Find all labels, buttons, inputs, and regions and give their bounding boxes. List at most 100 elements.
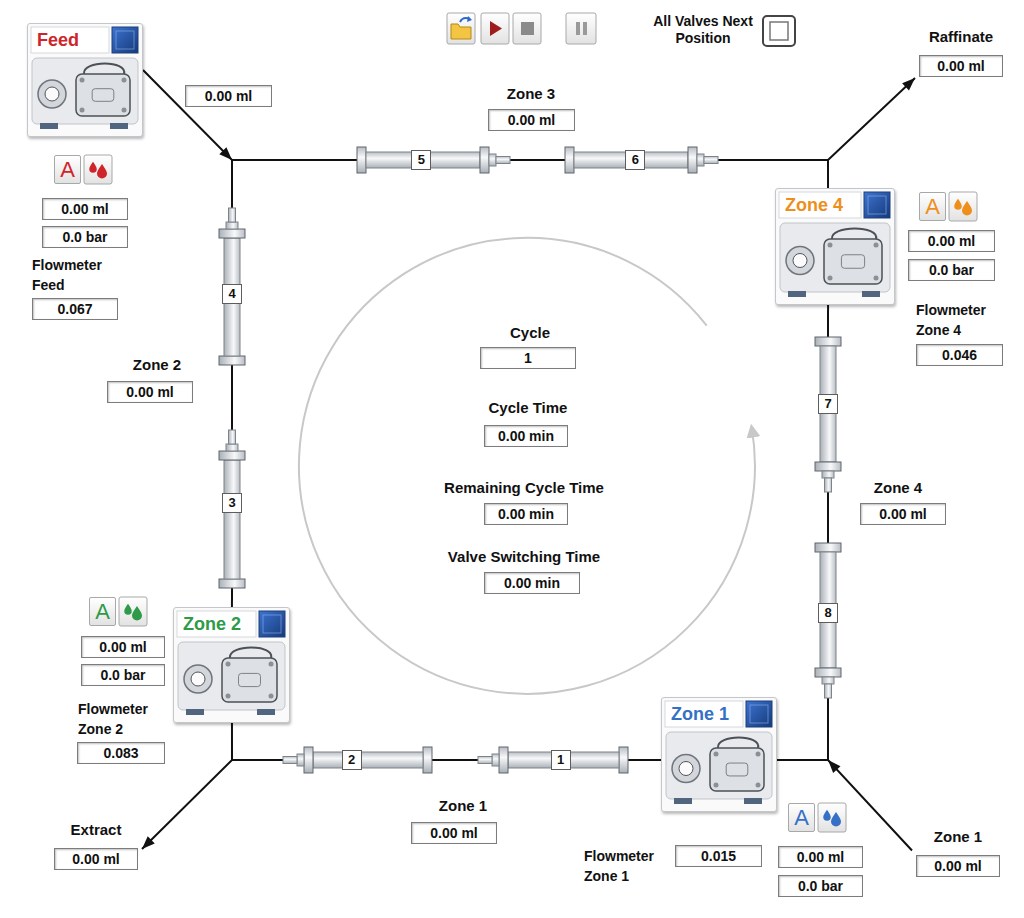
- flow-connector: [718, 78, 915, 160]
- value-field: 0.00 ml: [81, 636, 165, 658]
- flow-connector: [828, 305, 829, 337]
- pipe-line: [432, 759, 478, 761]
- value-field: 0.0 bar: [42, 226, 128, 248]
- pump-screw: [828, 243, 833, 248]
- column-flange: [423, 747, 432, 773]
- column-flange: [357, 147, 366, 173]
- pump-screw: [874, 243, 879, 248]
- value-field: 0.00 ml: [107, 381, 193, 403]
- pump-screw: [122, 108, 127, 113]
- value-field: 0.00 ml: [411, 822, 497, 844]
- pipe-line: [777, 760, 912, 851]
- value-field: 0.0 bar: [908, 259, 995, 281]
- arrowhead: [219, 147, 232, 160]
- column-nozzle: [825, 684, 832, 698]
- value-field: 0.00 ml: [488, 109, 575, 131]
- chromatography-column: 3: [219, 430, 245, 588]
- pipe-line: [628, 759, 661, 761]
- play-button: [481, 13, 509, 44]
- label-slot: Valve Switching Time: [424, 548, 624, 566]
- pipe-line: [718, 160, 828, 188]
- flowmeter-caption: Flowmeter Zone 1: [584, 846, 670, 886]
- pump-screw: [714, 783, 719, 788]
- status-led-ring: [263, 615, 281, 633]
- pipe-line: [777, 698, 828, 760]
- outlet-field: Raffinate0.00 ml: [915, 28, 1007, 78]
- pump-foot: [862, 291, 880, 297]
- label-slot: 0.0 bar: [778, 875, 863, 897]
- value-field: 0.00 min: [484, 425, 568, 447]
- label-slot: 0.00 ml: [81, 636, 165, 658]
- pump-cover: [841, 255, 864, 269]
- value-field: 0.00 ml: [185, 85, 272, 107]
- column-nozzle: [496, 157, 510, 164]
- label-slot: A: [788, 803, 815, 832]
- pump-title: Zone 2: [183, 613, 241, 635]
- pump-screw: [80, 78, 85, 83]
- column-flange: [815, 337, 841, 346]
- column-tube: [357, 147, 510, 173]
- pump-tubing: [84, 64, 124, 75]
- value-field: 0.00 min: [484, 503, 568, 525]
- field-caption: Cycle Time: [448, 399, 608, 417]
- field-caption: Valve Switching Time: [424, 548, 624, 566]
- pump-foot: [744, 798, 762, 804]
- chromatography-column: 8: [815, 543, 841, 698]
- field-caption: Zone 1: [413, 797, 513, 815]
- pump-title: Feed: [37, 29, 79, 51]
- outlet-name: Extract: [50, 821, 142, 839]
- column-tube: [219, 430, 245, 588]
- title-frame: [665, 701, 743, 727]
- pump-panel: Zone 1: [661, 697, 777, 812]
- auto-button: A: [788, 803, 815, 832]
- pipe-line: [231, 365, 233, 430]
- pump-body: [178, 642, 285, 710]
- outlet-field: Zone 10.00 ml: [912, 828, 1004, 878]
- outlet-name: Raffinate: [915, 28, 1007, 46]
- label-slot: Flowmeter Zone 4: [916, 300, 1002, 340]
- label-slot: 0.015: [675, 845, 762, 867]
- pump-cover: [239, 673, 261, 686]
- flow-connector: [510, 160, 565, 161]
- pump-screw: [828, 276, 833, 281]
- pipe-line: [142, 760, 283, 849]
- title-frame: [779, 192, 861, 218]
- pump-cover: [726, 763, 748, 776]
- value-field: 0.00 min: [484, 572, 580, 594]
- arrowhead: [902, 78, 915, 91]
- flowmeter-caption: Flowmeter Zone 4: [916, 300, 1002, 340]
- column-flange: [619, 747, 628, 773]
- folder-icon: [451, 24, 471, 39]
- column-cap: [226, 222, 238, 229]
- label-slot: Zone 3: [481, 85, 581, 103]
- auto-button: A: [89, 597, 116, 626]
- outlet-name: Zone 1: [912, 828, 1004, 846]
- flow-connector: [142, 760, 283, 849]
- label-slot: Flowmeter Zone 2: [78, 699, 164, 739]
- pause-button: [566, 13, 596, 44]
- pump-head: [824, 239, 882, 284]
- column-flange: [304, 747, 313, 773]
- flow-connector: [232, 365, 233, 430]
- label-slot: Cycle Time: [448, 399, 608, 417]
- value-field: 0.046: [916, 344, 1003, 366]
- status-led: [112, 27, 138, 53]
- pump-screw: [269, 662, 274, 667]
- column-number: 6: [625, 150, 645, 170]
- flow-connector: [828, 492, 829, 543]
- label-slot: 0.0 bar: [81, 664, 165, 686]
- column-number: 5: [411, 150, 431, 170]
- field-caption: Zone 4: [858, 479, 938, 497]
- pause-bar: [583, 22, 587, 35]
- checkbox-box: [770, 22, 788, 40]
- pump-foot: [110, 123, 128, 129]
- open-button: [447, 13, 475, 44]
- column-body: [313, 752, 423, 768]
- pump-dial: [672, 755, 700, 783]
- button-frame: [481, 13, 509, 44]
- column-tube: [478, 747, 628, 773]
- pump-title: Zone 4: [785, 194, 843, 216]
- column-number: 7: [818, 394, 838, 414]
- chromatography-column: 5: [357, 147, 510, 173]
